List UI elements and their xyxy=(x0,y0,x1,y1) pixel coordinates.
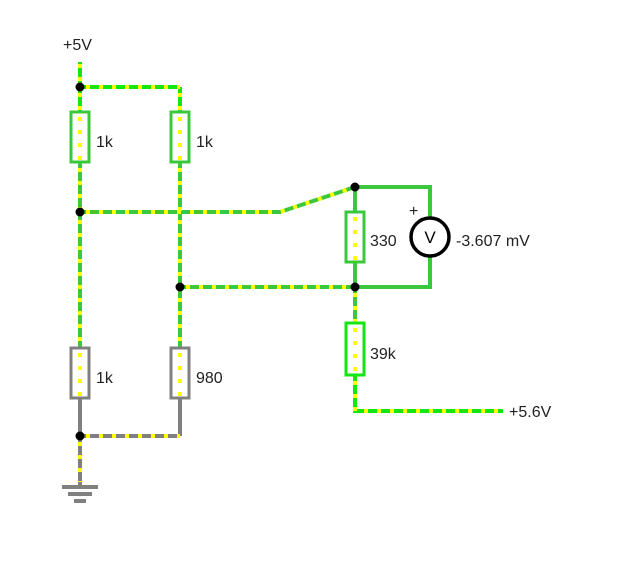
resistor-label: 1k xyxy=(96,370,114,387)
voltmeter-symbol: V xyxy=(424,228,436,247)
resistor-body xyxy=(169,346,191,400)
junction-node xyxy=(75,82,85,92)
wire-bridge-top[interactable] xyxy=(80,185,356,214)
voltmeter-body xyxy=(409,216,451,258)
resistor-r-top-left[interactable]: 1k xyxy=(69,110,114,164)
junction-node xyxy=(350,282,360,292)
resistor-body xyxy=(344,210,366,264)
voltmeter-polarity: + xyxy=(409,203,418,220)
resistor-r-top-middle[interactable]: 1k xyxy=(169,110,214,164)
resistor-label: 330 xyxy=(370,233,397,250)
current-flow-dots xyxy=(78,64,503,482)
junction-node xyxy=(175,282,185,292)
voltmeter-reading: -3.607 mV xyxy=(456,233,530,250)
wire-meter-top[interactable] xyxy=(355,185,432,217)
supply-label-right: +5.6V xyxy=(509,404,552,421)
resistor-r-lower-right[interactable]: 39k xyxy=(344,321,397,377)
resistor-body xyxy=(69,346,91,400)
current-dots xyxy=(353,381,503,413)
junction-nodes xyxy=(75,82,360,441)
resistor-body xyxy=(69,110,91,164)
resistor-label: 1k xyxy=(196,134,214,151)
resistor-body xyxy=(169,110,191,164)
resistor-label: 1k xyxy=(96,134,114,151)
voltmeter[interactable]: V + -3.607 mV xyxy=(409,203,530,258)
wires xyxy=(78,62,503,485)
resistor-r-bottom-left[interactable]: 1k xyxy=(69,346,114,400)
resistor-r-bottom-middle[interactable]: 980 xyxy=(169,346,223,400)
wire-meter-bottom[interactable] xyxy=(355,256,432,289)
junction-node xyxy=(75,431,85,441)
junction-node xyxy=(75,207,85,217)
wire-right-supply[interactable] xyxy=(353,375,503,413)
resistor-r-bridge[interactable]: 330 xyxy=(344,210,397,264)
resistor-label: 980 xyxy=(196,370,223,387)
resistor-body xyxy=(344,321,366,377)
junction-node xyxy=(350,182,360,192)
resistor-label: 39k xyxy=(370,346,397,363)
supply-label-top: +5V xyxy=(63,37,92,54)
ground-icon xyxy=(62,485,98,503)
